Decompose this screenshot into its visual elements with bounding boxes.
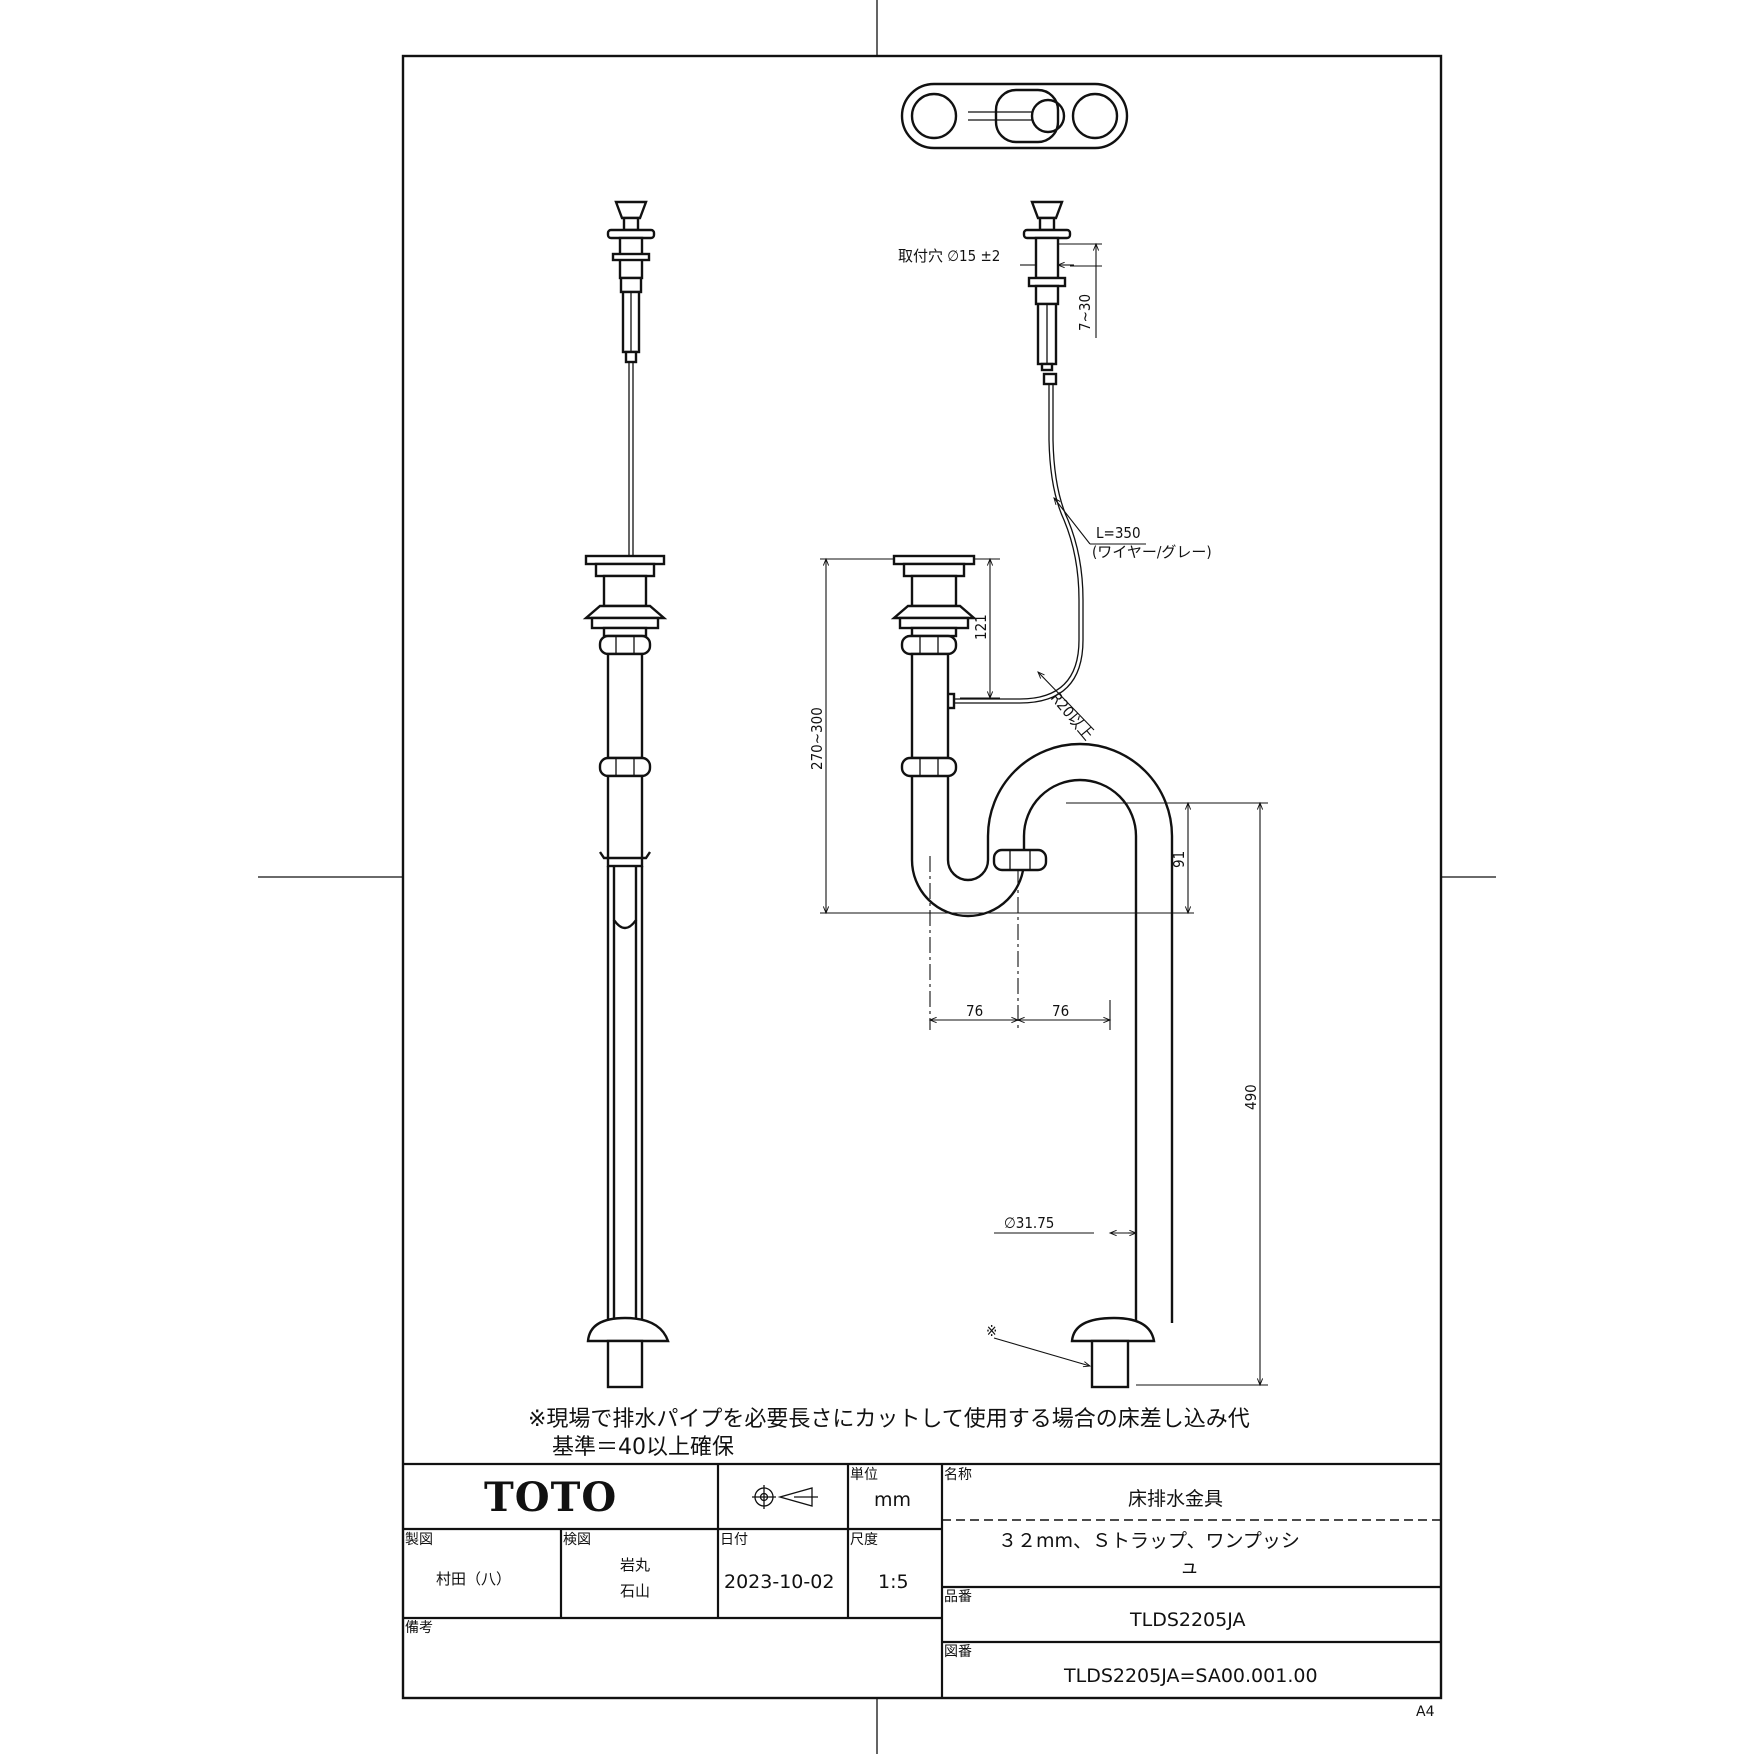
part-value: TLDS2205JA: [1129, 1609, 1246, 1631]
name-value: 床排水金具: [1128, 1488, 1223, 1510]
scale-value: 1:5: [878, 1571, 909, 1593]
flange-range-label: 7~30: [1076, 294, 1094, 331]
mount-hole-label: 取付穴 ∅15 ±2: [898, 247, 1000, 265]
paper-size-label: A4: [1416, 1704, 1435, 1720]
part-label: 品番: [944, 1589, 972, 1605]
wire-desc-label: (ワイヤー/グレー): [1092, 543, 1212, 561]
trap-depth-label: 91: [1170, 851, 1188, 868]
bend-radius-label: R20以上: [1047, 689, 1097, 744]
drawn-label: 製図: [405, 1532, 433, 1548]
remarks-label: 備考: [405, 1620, 433, 1636]
scale-label: 尺度: [850, 1532, 878, 1548]
date-label: 日付: [720, 1532, 748, 1548]
top-view: [900, 82, 1129, 150]
dimension-lines: [820, 242, 1268, 1387]
unit-label: 単位: [850, 1467, 878, 1483]
name-label: 名称: [944, 1467, 972, 1483]
dimension-labels: 取付穴 ∅15 ±2 7~30 L=350 (ワイヤー/グレー) 121 270…: [808, 247, 1260, 1340]
offset-left-label: 76: [966, 1002, 983, 1020]
total-range-label: 270~300: [808, 707, 826, 770]
note-line-1: ※現場で排水パイプを必要長さにカットして使用する場合の床差し込み代: [528, 1407, 1250, 1432]
checked-label: 検図: [563, 1532, 591, 1548]
unit-value: mm: [874, 1489, 911, 1511]
note-line-2: 基準＝40以上確保: [552, 1435, 734, 1460]
projection-symbol-icon: [752, 1485, 818, 1509]
installation-note: ※現場で排水パイプを必要長さにカットして使用する場合の床差し込み代 基準＝40以…: [528, 1407, 1250, 1460]
title-block: TOTO 単位 mm 名称 床排水金具 ３２mm、Ｓトラップ、ワンプッシ ュ 製…: [403, 1462, 1441, 1698]
drop-length-label: 490: [1242, 1084, 1260, 1110]
checked-value-1: 岩丸: [620, 1556, 650, 1574]
subtitle-line-2: ュ: [1180, 1556, 1199, 1578]
offset-right-label: 76: [1052, 1002, 1069, 1020]
toto-logo: TOTO: [484, 1474, 617, 1521]
subtitle-line-1: ３２mm、Ｓトラップ、ワンプッシ: [998, 1530, 1300, 1552]
side-view: [582, 200, 670, 1389]
drawing-no-label: 図番: [944, 1644, 972, 1660]
checked-value-2: 石山: [620, 1582, 650, 1600]
pipe-diameter-label: ∅31.75: [1004, 1214, 1054, 1232]
drawing-no-value: TLDS2205JA=SA00.001.00: [1063, 1665, 1318, 1687]
asterisk-mark: ※: [986, 1322, 997, 1340]
drawn-value: 村田（八）: [436, 1570, 511, 1588]
top-height-label: 121: [972, 614, 990, 640]
date-value: 2023-10-02: [724, 1571, 834, 1593]
front-view: [890, 200, 1174, 1389]
wire-length-label: L=350: [1096, 524, 1141, 542]
drawing-frame: [258, 0, 1496, 1754]
